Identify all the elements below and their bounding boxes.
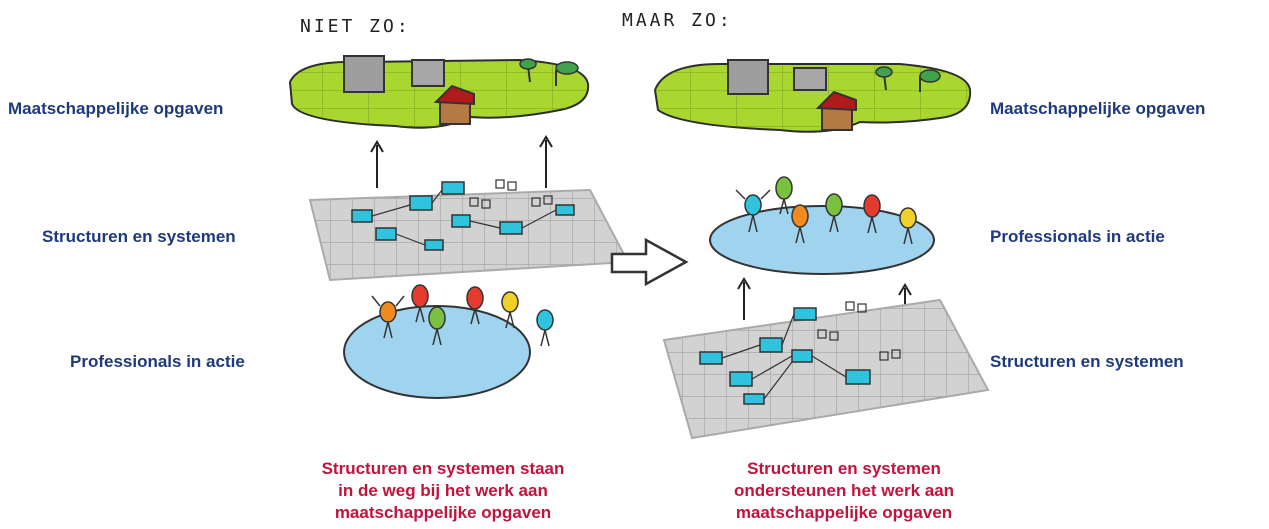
left-professionals-pool: [343, 284, 554, 399]
building-icon: [793, 67, 827, 91]
left-label-maatschappelijke-opgaven: Maatschappelijke opgaven: [8, 99, 224, 118]
caption-left-line-1: Structuren en systemen staan: [321, 459, 565, 478]
house-icon: [815, 90, 857, 131]
right-island: [653, 59, 972, 133]
left-label-structuren-en-systemen: Structuren en systemen: [42, 227, 236, 246]
caption-right-line-1: Structuren en systemen: [747, 459, 941, 478]
caption-left-line-3: maatschappelijke opgaven: [334, 503, 552, 522]
building-icon: [411, 59, 445, 87]
caption-right-line-3: maatschappelijke opgaven: [735, 503, 953, 522]
left-structures-grid: [308, 179, 630, 282]
building-icon: [343, 55, 385, 93]
building-icon: [727, 59, 769, 95]
arrow-right-icon: [610, 237, 689, 287]
caption-left: Structuren en systemen staan in de weg b…: [293, 458, 593, 524]
caption-right: Structuren en systemen ondersteunen het …: [694, 458, 994, 524]
heading-maar-zo: MAAR ZO:: [622, 10, 733, 31]
heading-niet-zo: NIET ZO:: [300, 16, 411, 37]
right-label-structuren-en-systemen: Structuren en systemen: [990, 352, 1184, 371]
right-label-maatschappelijke-opgaven: Maatschappelijke opgaven: [990, 99, 1206, 118]
tree-icon: [875, 66, 941, 92]
right-structures-grid: [662, 298, 990, 440]
left-arrows: [370, 135, 553, 188]
caption-right-line-2: ondersteunen het werk aan: [733, 481, 955, 500]
left-island: [288, 55, 590, 129]
left-label-professionals-in-actie: Professionals in actie: [70, 352, 245, 371]
right-label-professionals-in-actie: Professionals in actie: [990, 227, 1165, 246]
right-professionals-pool: [709, 176, 935, 275]
system-box-icon: [351, 181, 575, 251]
caption-left-line-2: in de weg bij het werk aan: [338, 481, 548, 500]
tree-icon: [519, 58, 579, 86]
house-icon: [433, 84, 475, 125]
